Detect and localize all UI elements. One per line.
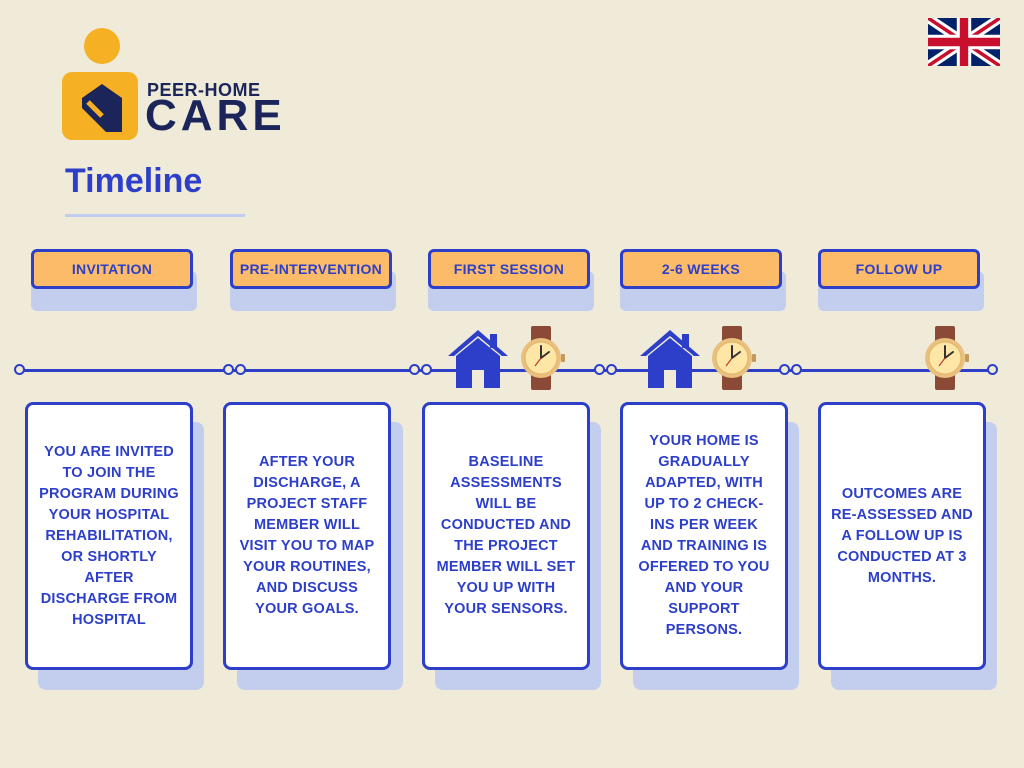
- logo-text-care: CARE: [145, 91, 286, 140]
- uk-flag-icon[interactable]: [925, 14, 1003, 70]
- timeline-line: [20, 369, 993, 372]
- stage-card-pre-intervention: AFTER YOUR DISCHARGE, A PROJECT STAFF ME…: [223, 402, 391, 670]
- tab-first-session: FIRST SESSION: [428, 249, 590, 289]
- page-title: Timeline: [65, 162, 203, 200]
- stage-card-first-session: BASELINE ASSESSMENTS WILL BE CONDUCTED A…: [422, 402, 590, 670]
- timeline-node: [409, 364, 420, 375]
- timeline-node: [223, 364, 234, 375]
- watch-icon: [925, 326, 969, 390]
- timeline-node: [235, 364, 246, 375]
- timeline-node: [421, 364, 432, 375]
- logo-head-shape: [84, 28, 120, 64]
- watch-icon: [712, 326, 756, 390]
- timeline-node: [779, 364, 790, 375]
- logo-text-peer-home: PEER-HOME: [147, 80, 261, 100]
- tab-pre-intervention: PRE-INTERVENTION: [230, 249, 392, 289]
- stage-card-invitation: YOU ARE INVITED TO JOIN THE PROGRAM DURI…: [25, 402, 193, 670]
- logo-body-shape: [62, 72, 138, 140]
- stage-card-2-6-weeks: YOUR HOME IS GRADUALLY ADAPTED, WITH UP …: [620, 402, 788, 670]
- watch-icon: [521, 326, 565, 390]
- timeline-node: [14, 364, 25, 375]
- timeline-node: [987, 364, 998, 375]
- timeline-node: [606, 364, 617, 375]
- house-icon: [640, 330, 700, 388]
- tab-2-6-weeks: 2-6 WEEKS: [620, 249, 782, 289]
- timeline-node: [594, 364, 605, 375]
- timeline-node: [791, 364, 802, 375]
- tab-follow-up: FOLLOW UP: [818, 249, 980, 289]
- house-icon: [448, 330, 508, 388]
- title-underline: [65, 214, 245, 217]
- tab-invitation: INVITATION: [31, 249, 193, 289]
- stage-card-follow-up: OUTCOMES ARE RE-ASSESSED AND A FOLLOW UP…: [818, 402, 986, 670]
- peer-home-care-logo: PEER-HOME CARE: [62, 28, 282, 146]
